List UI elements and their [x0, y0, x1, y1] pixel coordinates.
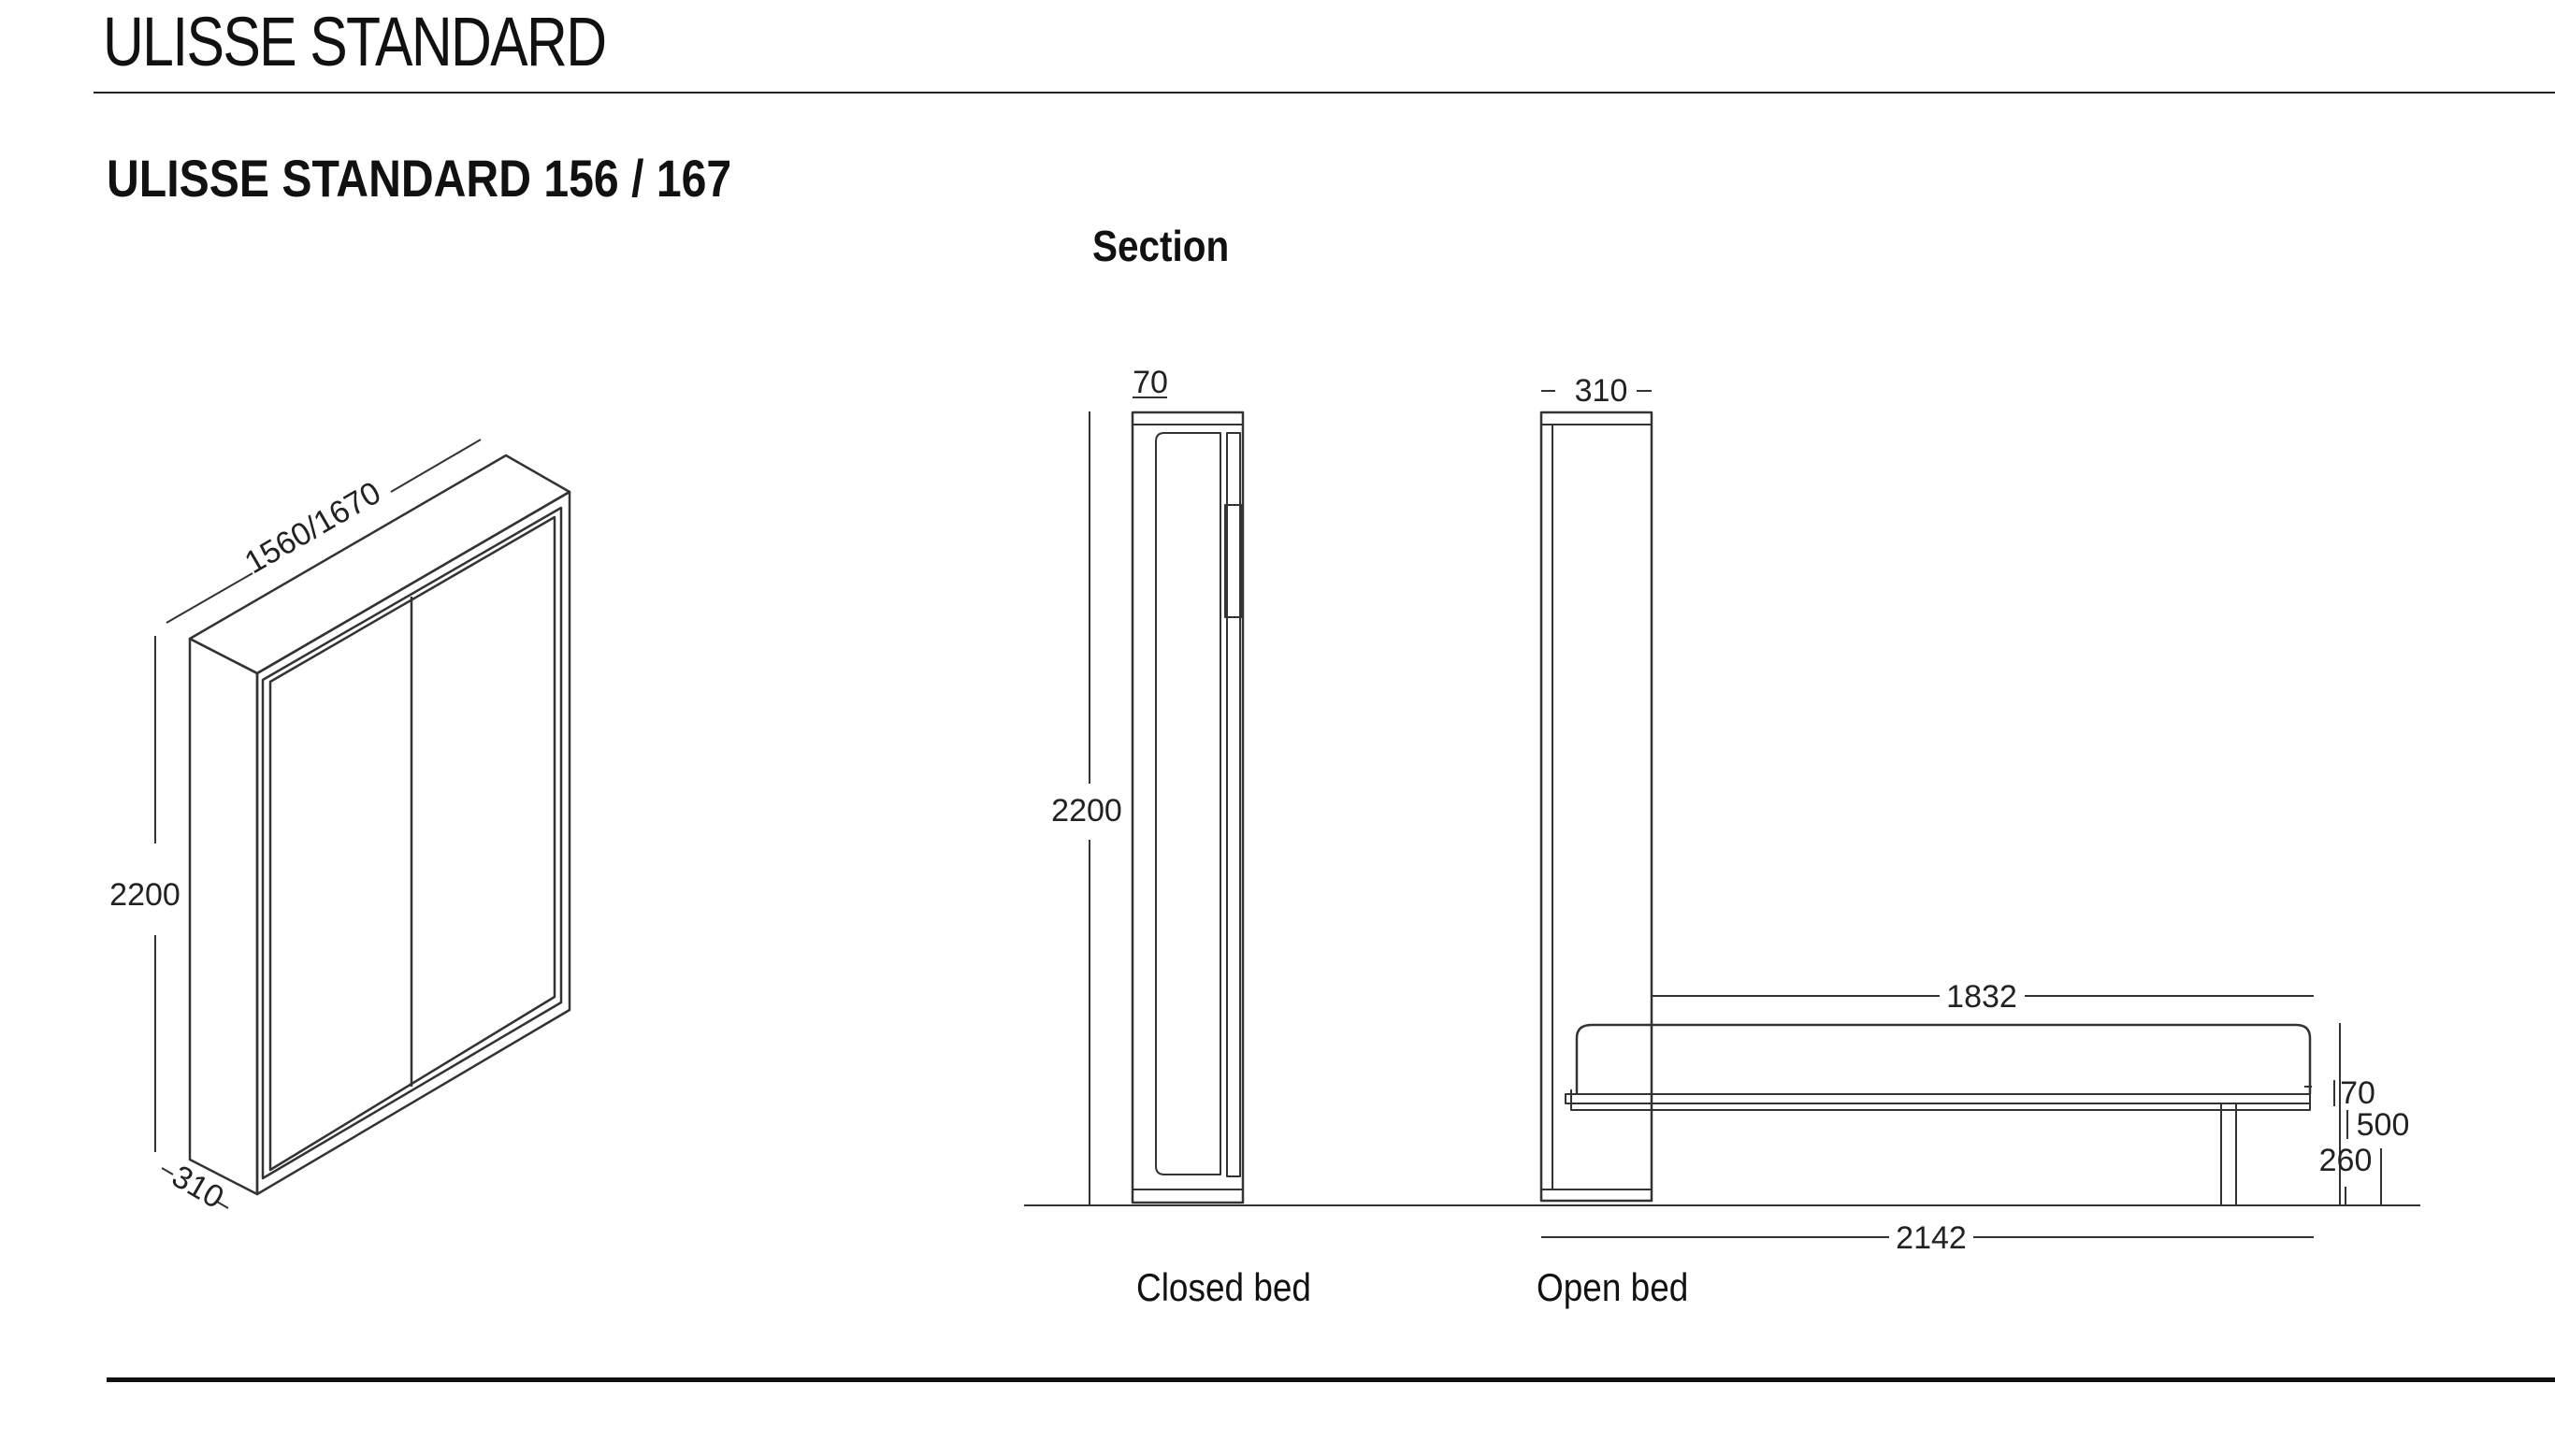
closed-height-label: 2200 — [1051, 793, 1122, 829]
closed-mattress-profile — [1155, 432, 1221, 1175]
closed-bed-section — [1089, 396, 1245, 1205]
open-length-label: 1832 — [1946, 979, 2017, 1015]
base-height-label: 260 — [2319, 1143, 2373, 1178]
iso-depth-tick-b — [216, 1201, 229, 1209]
iso-side-face — [188, 637, 259, 1196]
closed-mechanism — [1224, 504, 1243, 618]
iso-depth-tick-a — [161, 1167, 174, 1175]
bed-height-label: 500 — [2357, 1107, 2410, 1143]
open-bed-caption: Open bed — [1537, 1265, 1689, 1309]
open-mattress — [1575, 1023, 2312, 1094]
model-subtitle: ULISSE STANDARD 156 / 167 — [107, 149, 732, 208]
open-cabinet-outline — [1539, 411, 1653, 1203]
iso-width-dim-line-b — [390, 439, 482, 493]
iso-depth-label: 310 — [166, 1159, 229, 1216]
iso-width-dim-line-a — [166, 572, 253, 624]
header-divider — [94, 92, 2555, 94]
mattress-label: 70 — [2340, 1075, 2375, 1111]
section-label: Section — [1092, 222, 1230, 270]
open-bed-base — [1570, 1103, 2311, 1111]
iso-front-panel — [261, 506, 563, 1180]
iso-front-panel-inner — [268, 515, 556, 1172]
page-title: ULISSE STANDARD — [103, 3, 607, 80]
footer-divider — [107, 1377, 2555, 1382]
iso-height-label: 2200 — [109, 877, 180, 913]
iso-front-face — [255, 490, 571, 1196]
open-total-label: 2142 — [1896, 1220, 1967, 1256]
iso-width-label: 1560/1670 — [238, 475, 386, 581]
open-bed-leg — [2220, 1103, 2237, 1206]
closed-depth-label: 70 — [1133, 365, 1168, 400]
open-depth-label: 310 — [1575, 373, 1628, 409]
open-bed-frame — [1565, 1093, 2311, 1104]
isometric-view — [154, 439, 571, 1209]
closed-bed-caption: Closed bed — [1136, 1265, 1311, 1309]
closed-frame-rail — [1226, 432, 1241, 1177]
open-bed-section — [1539, 390, 2382, 1238]
